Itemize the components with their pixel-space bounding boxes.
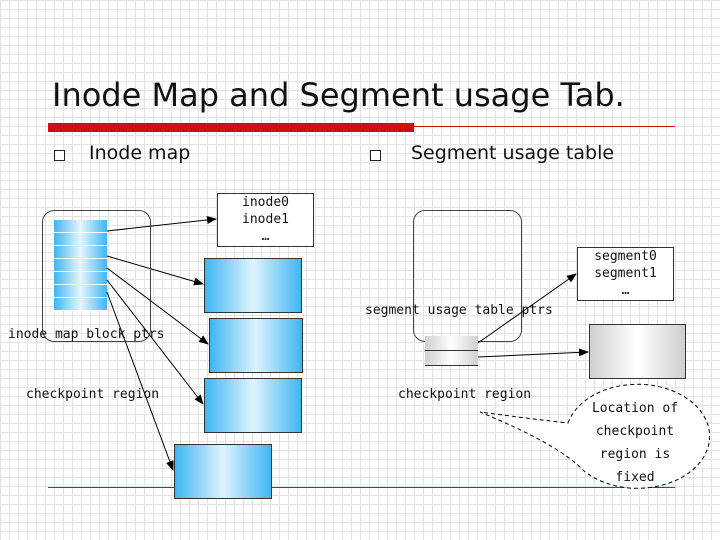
ptr-cell xyxy=(54,246,107,259)
inode-map-block xyxy=(204,378,302,433)
segment-list-box: segment0 segment1 … xyxy=(577,247,674,301)
footer-line xyxy=(48,487,675,488)
ptr-cell xyxy=(54,259,107,272)
inode-list-box: inode0 inode1 … xyxy=(217,193,314,247)
arrow-ptr-to-block-1 xyxy=(106,255,204,286)
inode-map-block-ptrs-stack xyxy=(54,220,107,311)
arrow-ptr-to-block-4 xyxy=(106,291,174,471)
segment-usage-table-ptrs-label: segment usage table ptrs xyxy=(365,303,553,318)
ptr-cell xyxy=(425,351,478,366)
checkpoint-region-left-capsule xyxy=(42,210,151,342)
arrow-ptr-to-inode-list xyxy=(106,216,217,232)
arrow-ptr-to-block-2 xyxy=(106,267,209,345)
slide-title: Inode Map and Segment usage Tab. xyxy=(52,76,625,114)
callout-line: Location of xyxy=(591,401,679,416)
bullet-square-icon xyxy=(54,150,65,161)
arrow-ptr-to-block-3 xyxy=(106,279,204,405)
bullet-segment-usage-table: Segment usage table xyxy=(411,142,615,164)
ptr-cell xyxy=(425,336,478,351)
checkpoint-region-right-label: checkpoint region xyxy=(398,387,532,402)
inode-map-block xyxy=(174,444,272,499)
ptr-cell xyxy=(54,233,107,246)
title-accent-bar xyxy=(48,123,414,132)
inode-map-block-ptrs-label: inode map block ptrs xyxy=(8,327,165,342)
segment-usage-table-ptrs-stack xyxy=(425,336,478,366)
bullet-square-icon xyxy=(370,150,381,161)
ptr-cell xyxy=(54,220,107,233)
bullet-inode-map: Inode map xyxy=(89,142,191,164)
inode-map-block xyxy=(209,318,303,373)
checkpoint-region-left-label: checkpoint region xyxy=(26,387,160,402)
segment-entry: … xyxy=(621,283,630,298)
callout-text: Location of checkpoint region is fixed xyxy=(582,397,688,489)
ptr-cell xyxy=(54,272,107,285)
segment-usage-table-block xyxy=(589,324,686,379)
arrow-ptr-to-segment-block xyxy=(477,348,589,358)
segment-entry: segment0 xyxy=(594,249,657,264)
ptr-cell xyxy=(54,298,107,311)
inode-entry: … xyxy=(261,229,270,244)
arrow-ptr-to-segment-list xyxy=(477,273,577,344)
callout-line: checkpoint xyxy=(595,424,675,439)
callout-line: fixed xyxy=(615,470,655,485)
inode-map-block xyxy=(204,258,302,313)
callout-line: region is xyxy=(599,447,671,462)
inode-entry: inode0 xyxy=(242,195,289,210)
callout-bubble xyxy=(479,383,711,489)
ptr-cell xyxy=(54,285,107,298)
segment-entry: segment1 xyxy=(594,266,657,281)
inode-entry: inode1 xyxy=(242,212,289,227)
